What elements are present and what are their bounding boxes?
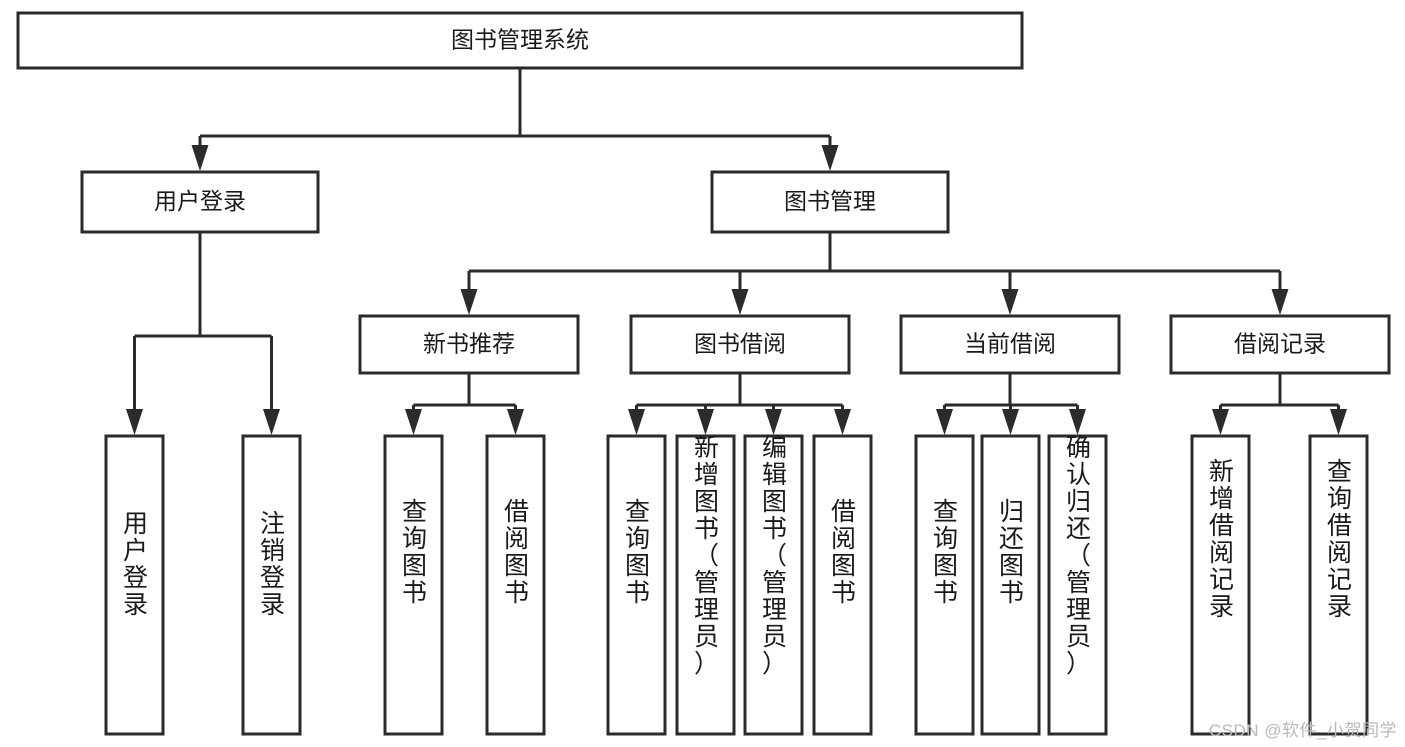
node-box-root[interactable] (16, 11, 1024, 70)
arrow-head-leaf_query_book_1 (405, 409, 422, 435)
node-box-leaf_query_book_2[interactable] (606, 434, 667, 736)
node-current_borrow[interactable]: 当前借阅 (899, 314, 1121, 375)
arrow-head-leaf_edit_book (765, 409, 782, 435)
arrow-head-leaf_confirm_return (1069, 409, 1086, 435)
edge-layer (126, 68, 1347, 435)
arrow-head-book_manage (821, 145, 839, 171)
arrow-head-leaf_user_logout (263, 409, 280, 435)
node-box-current_borrow[interactable] (899, 314, 1121, 375)
arrow-head-borrow_record (1271, 289, 1289, 315)
node-label-leaf_add_record: 新增借阅记录 (1209, 458, 1234, 621)
arrow-head-leaf_borrow_book_2 (834, 409, 851, 435)
node-box-borrow_record[interactable] (1169, 314, 1391, 375)
arrow-head-leaf_query_record (1330, 409, 1347, 435)
node-label-leaf_query_book_2: 查询图书 (625, 498, 650, 607)
arrow-head-leaf_borrow_book_1 (507, 409, 524, 435)
node-label-book_borrow: 图书借阅 (694, 331, 786, 357)
node-root[interactable]: 图书管理系统 (16, 11, 1024, 70)
node-leaf_query_book_3[interactable]: 查询图书 (914, 434, 975, 736)
node-book_borrow[interactable]: 图书借阅 (629, 314, 851, 375)
node-leaf_user_login[interactable]: 用户登录 (104, 434, 165, 736)
node-leaf_user_logout[interactable]: 注销登录 (241, 434, 302, 736)
node-user_login[interactable]: 用户登录 (80, 170, 320, 234)
arrow-head-current_borrow (1001, 289, 1019, 315)
node-label-leaf_query_record: 查询借阅记录 (1327, 458, 1352, 621)
node-label-leaf_user_logout: 注销登录 (260, 510, 285, 619)
node-box-leaf_query_record[interactable] (1308, 434, 1369, 736)
node-box-leaf_user_logout[interactable] (241, 434, 302, 736)
node-label-root: 图书管理系统 (451, 27, 589, 53)
node-leaf_borrow_book_1[interactable]: 借阅图书 (485, 434, 546, 736)
node-box-leaf_confirm_return[interactable] (1047, 434, 1108, 736)
node-label-leaf_query_book_1: 查询图书 (402, 498, 427, 607)
arrow-head-new_book_rec (460, 289, 478, 315)
node-box-leaf_borrow_book_1[interactable] (485, 434, 546, 736)
node-label-leaf_add_book: 新增图书（管理员） (694, 434, 719, 678)
node-borrow_record[interactable]: 借阅记录 (1169, 314, 1391, 375)
node-leaf_add_record[interactable]: 新增借阅记录 (1190, 434, 1251, 736)
node-book_manage[interactable]: 图书管理 (710, 170, 950, 234)
arrow-head-leaf_return_book (1002, 409, 1019, 435)
node-label-new_book_rec: 新书推荐 (423, 331, 515, 357)
node-leaf_query_record[interactable]: 查询借阅记录 (1308, 434, 1369, 736)
node-box-new_book_rec[interactable] (358, 314, 580, 375)
node-label-user_login: 用户登录 (154, 188, 246, 214)
node-box-leaf_borrow_book_2[interactable] (812, 434, 873, 736)
node-label-borrow_record: 借阅记录 (1234, 331, 1326, 357)
node-box-leaf_add_book[interactable] (675, 434, 736, 736)
node-box-book_manage[interactable] (710, 170, 950, 234)
arrow-head-leaf_add_record (1212, 409, 1229, 435)
node-label-leaf_user_login: 用户登录 (123, 510, 148, 619)
node-label-leaf_borrow_book_2: 借阅图书 (831, 498, 856, 607)
node-box-leaf_add_record[interactable] (1190, 434, 1251, 736)
node-leaf_query_book_1[interactable]: 查询图书 (383, 434, 444, 736)
arrow-head-leaf_query_book_3 (936, 409, 953, 435)
node-label-current_borrow: 当前借阅 (964, 331, 1056, 357)
arrow-head-leaf_add_book (697, 409, 714, 435)
node-label-leaf_query_book_3: 查询图书 (933, 498, 958, 607)
node-box-leaf_query_book_3[interactable] (914, 434, 975, 736)
node-label-leaf_borrow_book_1: 借阅图书 (504, 498, 529, 607)
node-new_book_rec[interactable]: 新书推荐 (358, 314, 580, 375)
arrow-head-user_login (191, 145, 209, 171)
arrow-head-leaf_user_login (126, 409, 143, 435)
node-leaf_return_book[interactable]: 归还图书 (980, 434, 1041, 736)
node-box-leaf_query_book_1[interactable] (383, 434, 444, 736)
node-leaf_edit_book[interactable]: 编辑图书（管理员） (743, 434, 804, 736)
node-label-leaf_return_book: 归还图书 (999, 498, 1024, 607)
node-leaf_borrow_book_2[interactable]: 借阅图书 (812, 434, 873, 736)
node-box-leaf_user_login[interactable] (104, 434, 165, 736)
arrow-head-book_borrow (731, 289, 749, 315)
node-box-user_login[interactable] (80, 170, 320, 234)
node-leaf_confirm_return[interactable]: 确认归还（管理员） (1047, 434, 1108, 736)
node-box-leaf_return_book[interactable] (980, 434, 1041, 736)
node-leaf_add_book[interactable]: 新增图书（管理员） (675, 434, 736, 736)
node-label-leaf_confirm_return: 确认归还（管理员） (1066, 434, 1091, 678)
arrow-head-leaf_query_book_2 (628, 409, 645, 435)
node-layer: 图书管理系统用户登录图书管理新书推荐图书借阅当前借阅借阅记录用户登录注销登录查询… (16, 11, 1391, 736)
node-box-leaf_edit_book[interactable] (743, 434, 804, 736)
node-label-leaf_edit_book: 编辑图书（管理员） (762, 434, 787, 678)
node-label-book_manage: 图书管理 (784, 188, 876, 214)
node-leaf_query_book_2[interactable]: 查询图书 (606, 434, 667, 736)
node-box-book_borrow[interactable] (629, 314, 851, 375)
